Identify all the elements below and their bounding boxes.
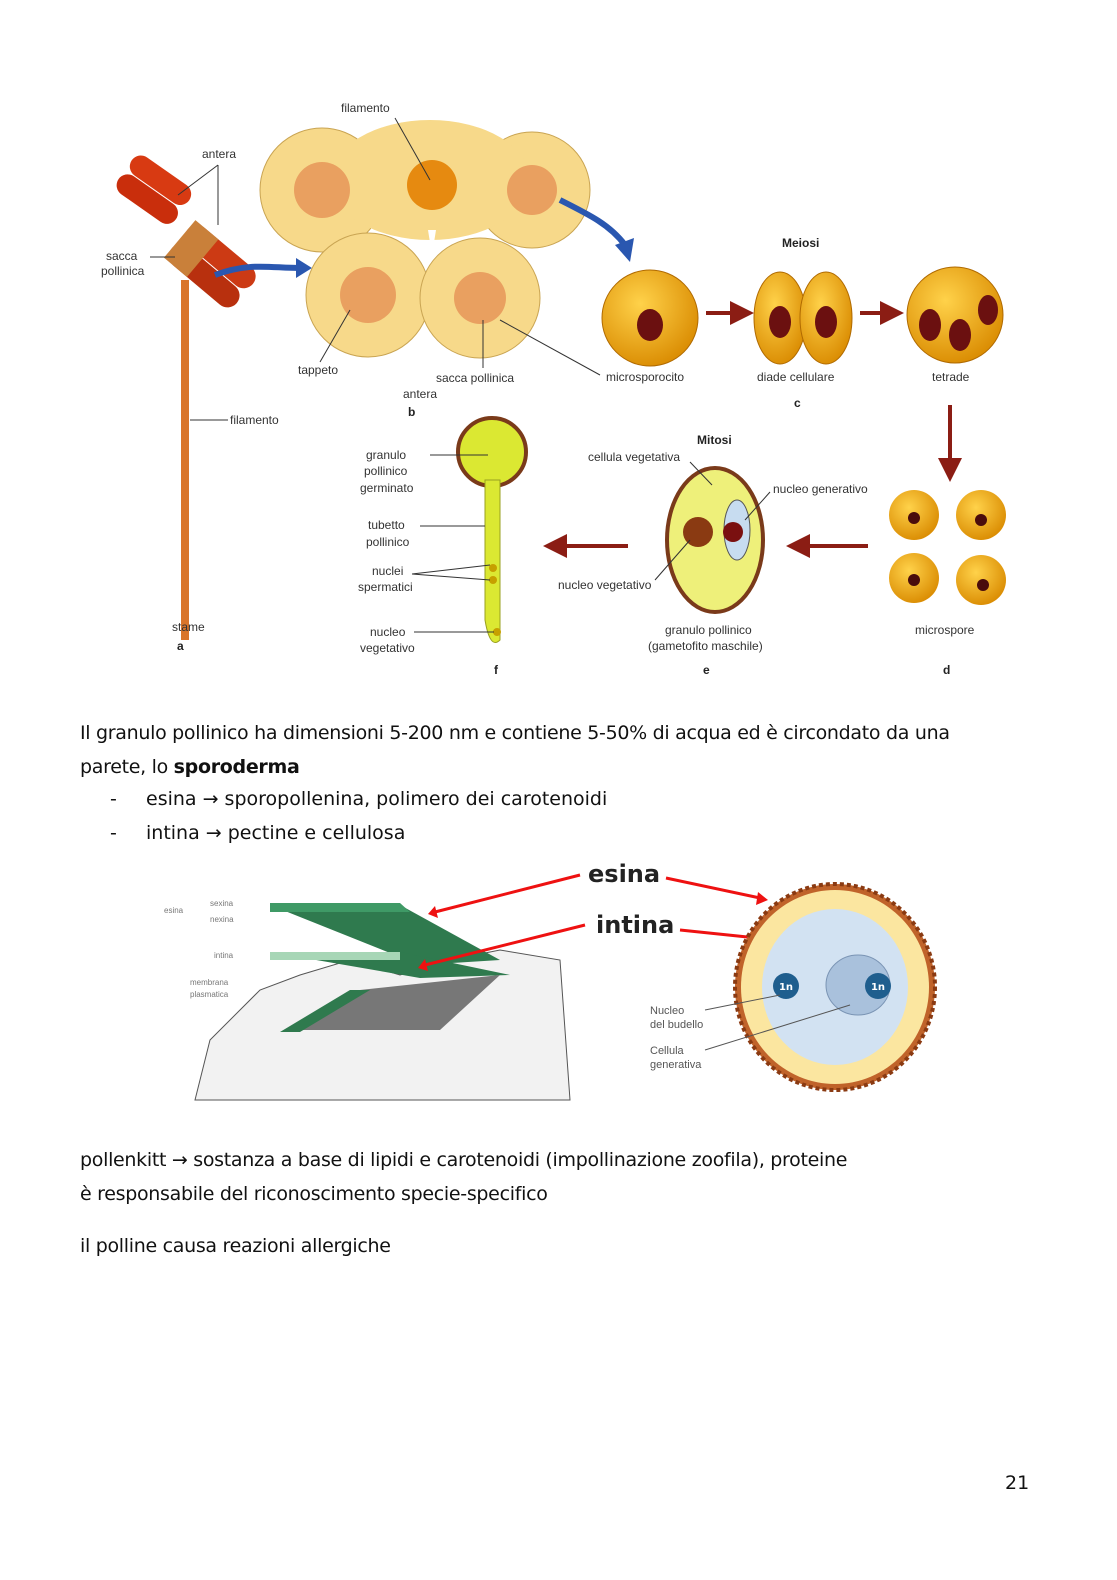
label-granulo-pollinico: granulo pollinico [665, 623, 752, 637]
label-b: b [408, 405, 415, 419]
label-gametofito: (gametofito maschile) [648, 639, 763, 653]
label-nucleo-vegetativo: nucleo vegetativo [558, 578, 652, 592]
label-pollinico: pollinico [364, 464, 408, 478]
germinated-pollen-grain: granulo pollinico germinato tubetto poll… [358, 416, 528, 677]
label-microspore: microspore [915, 623, 975, 637]
label-f: f [494, 663, 499, 677]
label-filamento-b: filamento [341, 101, 390, 115]
anther-section: filamento tappeto sacca pollinica antera… [259, 101, 634, 419]
wall-layers-illustration: esina intina esina sexina nexina intina … [164, 860, 768, 1101]
pollen-grain-section: 1n 1n Nucleo del budello Cellula generat… [650, 882, 937, 1092]
label-sacca-pollinica: sacca pollinica [436, 371, 514, 385]
label-antera-b: antera [403, 387, 437, 401]
label-membrana: membrana [190, 978, 229, 987]
paragraph-pollenkitt: pollenkitt → sostanza a base di lipidi e… [80, 1143, 847, 1211]
label-intina-small: intina [214, 951, 234, 960]
label-plasmatica: plasmatica [190, 990, 229, 999]
paragraph-granulo: Il granulo pollinico ha dimensioni 5-200… [80, 716, 950, 784]
paragraph-line-2: è responsabile del riconoscimento specie… [80, 1183, 548, 1205]
pollen-development-figure: antera sacca pollinica filamento stame a… [101, 101, 1006, 677]
label-esina-large: esina [588, 860, 660, 888]
label-stame: stame [172, 620, 205, 634]
label-mitosi: Mitosi [697, 433, 732, 447]
label-diade: diade cellulare [757, 370, 835, 384]
label-microsporocito: microsporocito [606, 370, 684, 384]
paragraph-line-2: parete, lo [80, 756, 174, 778]
label-intina-large: intina [596, 911, 674, 939]
label-granulo: granulo [366, 448, 406, 462]
label-nuclei: nuclei [372, 564, 403, 578]
meiosis-series: Meiosi microsporocito diade cellulare te… [601, 236, 1004, 482]
bullet-intina: - intina → pectine e cellulosa [110, 822, 405, 844]
label-spermatici: spermatici [358, 580, 413, 594]
label-1n-generative: 1n [871, 982, 885, 993]
stamen-illustration: antera sacca pollinica filamento stame a [101, 147, 312, 653]
label-d: d [943, 663, 950, 677]
label-nucleo: nucleo [370, 625, 406, 639]
label-meiosi: Meiosi [782, 236, 819, 250]
bullet-esina: - esina → sporopollenina, polimero dei ca… [110, 788, 607, 810]
bullet-dash: - [110, 788, 117, 810]
label-sacca: sacca [106, 249, 138, 263]
label-nucleo-generativo: nucleo generativo [773, 482, 868, 496]
microspores: microspore d [786, 490, 1006, 677]
label-tubetto-pollinico: pollinico [366, 535, 410, 549]
label-esina-small: esina [164, 906, 184, 915]
label-pollinica: pollinica [101, 264, 145, 278]
label-a: a [177, 639, 184, 653]
paragraph-line-1: Il granulo pollinico ha dimensioni 5-200… [80, 722, 950, 744]
label-antera: antera [202, 147, 236, 161]
label-tappeto: tappeto [298, 363, 338, 377]
bullet-text: esina → sporopollenina, polimero dei car… [146, 788, 608, 810]
term-sporoderma: sporoderma [173, 756, 300, 778]
label-tetrade: tetrade [932, 370, 970, 384]
bullet-text: intina → pectine e cellulosa [146, 822, 406, 844]
label-generativa: generativa [650, 1059, 702, 1071]
paragraph-allergie: il polline causa reazioni allergiche [80, 1235, 391, 1257]
label-germinato: germinato [360, 481, 414, 495]
label-nucleo: Nucleo [650, 1005, 684, 1017]
label-del-budello: del budello [650, 1019, 703, 1031]
pollen-grain: Mitosi cellula vegetativa nucleo generat… [543, 433, 868, 677]
label-1n-vegetative: 1n [779, 982, 793, 993]
label-c: c [794, 396, 801, 410]
label-sexina: sexina [210, 899, 234, 908]
paragraph-line-1: pollenkitt → sostanza a base di lipidi e… [80, 1149, 848, 1171]
label-tubetto: tubetto [368, 518, 405, 532]
sporoderm-figure: esina intina esina sexina nexina intina … [164, 860, 937, 1101]
page-number: 21 [1005, 1472, 1030, 1494]
label-filamento: filamento [230, 413, 279, 427]
bullet-dash: - [110, 822, 117, 844]
label-vegetativo: vegetativo [360, 641, 415, 655]
label-e: e [703, 663, 710, 677]
label-cellula-vegetativa: cellula vegetativa [588, 450, 680, 464]
label-cellula: Cellula [650, 1045, 685, 1057]
label-nexina: nexina [210, 915, 234, 924]
